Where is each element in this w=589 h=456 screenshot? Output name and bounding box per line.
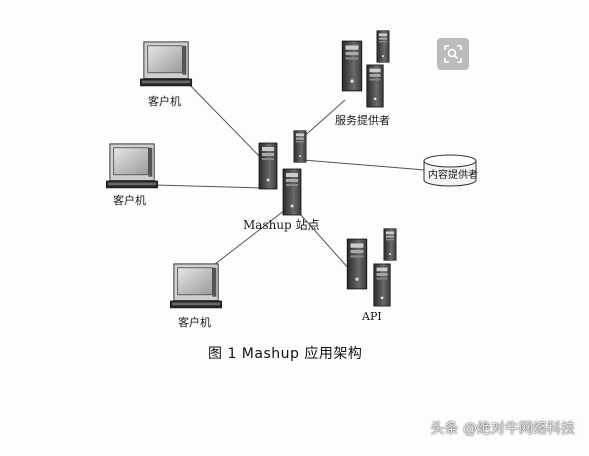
desktop-computer-icon xyxy=(139,41,193,87)
api-label: API xyxy=(362,310,382,323)
server-icon xyxy=(293,130,307,163)
client-node-3 xyxy=(169,263,223,309)
mashup-site-node xyxy=(258,130,307,216)
line-center-to-client-1 xyxy=(184,79,264,161)
api-node xyxy=(346,228,397,307)
image-search-button[interactable] xyxy=(437,38,469,70)
watermark-text: 头条 @绝对牛网络科技 xyxy=(430,421,575,437)
client-node-2 xyxy=(105,143,159,189)
search-zoom-icon xyxy=(444,45,462,63)
content-provider-label: 内容提供者 xyxy=(428,170,478,181)
client-label-1: 客户机 xyxy=(148,95,181,108)
connection-lines xyxy=(154,79,426,271)
figure-caption: 图 1 Mashup 应用架构 xyxy=(208,346,363,362)
line-center-to-client-3 xyxy=(209,209,286,269)
server-icon xyxy=(373,263,391,307)
server-icon xyxy=(366,64,384,108)
server-icon xyxy=(282,168,302,216)
service-provider-label: 服务提供者 xyxy=(335,114,390,127)
line-center-to-content-provider xyxy=(302,159,426,171)
server-icon xyxy=(341,40,363,92)
client-label-2: 客户机 xyxy=(113,194,146,207)
mashup-site-label: Mashup 站点 xyxy=(243,218,320,232)
server-icon xyxy=(346,238,368,290)
desktop-computer-icon xyxy=(105,143,159,189)
database-icon xyxy=(423,161,477,187)
content-provider-node xyxy=(423,154,477,187)
server-icon xyxy=(383,228,397,261)
server-icon xyxy=(258,142,278,190)
client-node-1 xyxy=(139,41,193,87)
server-icon xyxy=(376,30,390,63)
line-center-to-service-provider xyxy=(299,99,346,141)
line-center-to-client-2 xyxy=(154,184,264,189)
desktop-computer-icon xyxy=(169,263,223,309)
service-provider-node xyxy=(341,30,390,108)
client-label-3: 客户机 xyxy=(178,316,211,329)
line-center-to-api xyxy=(291,204,351,271)
